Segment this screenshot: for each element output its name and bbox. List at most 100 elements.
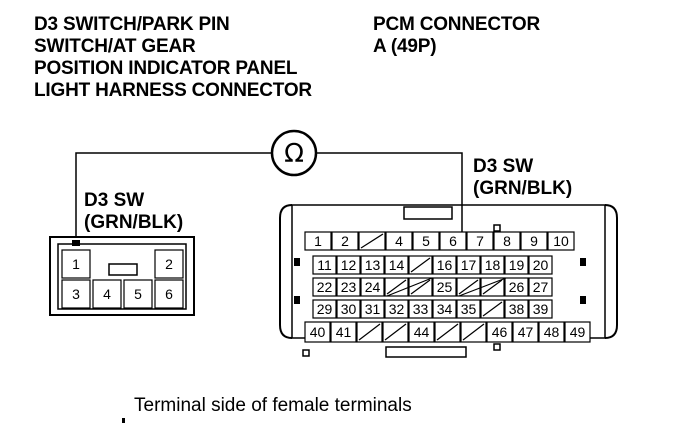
wire-color: (GRN/BLK) bbox=[84, 212, 184, 233]
pin-cell: 12 bbox=[336, 255, 361, 275]
pin-number: 5 bbox=[134, 286, 142, 302]
pin-number: 2 bbox=[341, 233, 349, 249]
pin-cell: 1 bbox=[304, 231, 332, 251]
pin-cell: 4 bbox=[92, 279, 122, 309]
pin-cell: 29 bbox=[312, 299, 337, 319]
pin-cell bbox=[434, 321, 461, 343]
empty-pin-slash bbox=[436, 323, 459, 341]
pin-number: 27 bbox=[533, 279, 549, 295]
pin-number: 4 bbox=[103, 286, 111, 302]
pin-cell: 9 bbox=[520, 231, 548, 251]
pin-cell: 6 bbox=[154, 279, 184, 309]
empty-pin-slash bbox=[410, 257, 431, 273]
ohmmeter-icon: Ω bbox=[270, 129, 318, 177]
pin-cell: 49 bbox=[564, 321, 591, 343]
pin-cell: 10 bbox=[547, 231, 575, 251]
pin-number: 1 bbox=[72, 256, 80, 272]
pin-number: 6 bbox=[449, 233, 457, 249]
pin-cell: 26 bbox=[504, 277, 529, 297]
pin-number: 12 bbox=[341, 257, 357, 273]
pin-number: 20 bbox=[533, 257, 549, 273]
pin-cell: 48 bbox=[538, 321, 565, 343]
pin-number: 11 bbox=[317, 257, 332, 273]
pin-cell: 5 bbox=[412, 231, 440, 251]
right-wire-label: D3 SW (GRN/BLK) bbox=[473, 156, 572, 200]
pin-cell: 6 bbox=[439, 231, 467, 251]
pin-cell bbox=[358, 231, 386, 251]
pin-number: 39 bbox=[533, 301, 549, 317]
pin-cell: 34 bbox=[432, 299, 457, 319]
pin-cell bbox=[456, 277, 481, 297]
caption: Terminal side of female terminals bbox=[134, 395, 412, 416]
pin-number: 16 bbox=[437, 257, 453, 273]
pcm-title-line: A (49P) bbox=[373, 36, 437, 57]
pin-cell: 19 bbox=[504, 255, 529, 275]
pin-cell: 33 bbox=[408, 299, 433, 319]
pin-cell: 24 bbox=[360, 277, 385, 297]
pin-cell bbox=[384, 277, 409, 297]
pin-cell: 20 bbox=[528, 255, 553, 275]
pin-cell: 1 bbox=[61, 249, 91, 279]
left-title-line: SWITCH/AT GEAR bbox=[34, 36, 196, 57]
empty-pin-slash bbox=[410, 279, 431, 295]
pin-number: 41 bbox=[336, 324, 352, 340]
empty-pin-slash bbox=[458, 279, 479, 295]
empty-pin-slash bbox=[358, 323, 381, 341]
pin-number: 13 bbox=[365, 257, 381, 273]
pin-cell: 22 bbox=[312, 277, 337, 297]
pin-number: 10 bbox=[553, 233, 569, 249]
empty-pin-slash bbox=[482, 301, 503, 317]
pin-cell: 13 bbox=[360, 255, 385, 275]
left-title-line: D3 SWITCH/PARK PIN bbox=[34, 14, 230, 35]
pin-cell: 40 bbox=[304, 321, 331, 343]
pin-cell bbox=[382, 321, 409, 343]
pin-number: 18 bbox=[485, 257, 501, 273]
pin-number: 30 bbox=[341, 301, 357, 317]
pin-number: 17 bbox=[461, 257, 477, 273]
pin-number: 23 bbox=[341, 279, 357, 295]
pin-number: 40 bbox=[310, 324, 326, 340]
pin-number: 38 bbox=[509, 301, 525, 317]
empty-pin-slash bbox=[384, 323, 407, 341]
pin-number: 35 bbox=[461, 301, 477, 317]
pin-number: 5 bbox=[422, 233, 430, 249]
pin-number: 22 bbox=[317, 279, 333, 295]
left-test-lead bbox=[75, 152, 272, 244]
pin-number: 3 bbox=[72, 286, 80, 302]
pin-cell: 2 bbox=[154, 249, 184, 279]
pin-number: 47 bbox=[518, 324, 534, 340]
pin-cell: 17 bbox=[456, 255, 481, 275]
empty-pin-slash bbox=[482, 279, 503, 295]
ohm-symbol: Ω bbox=[284, 139, 304, 169]
pin-cell: 25 bbox=[432, 277, 457, 297]
pin-number: 4 bbox=[395, 233, 403, 249]
pin-cell: 5 bbox=[123, 279, 153, 309]
pin-cell: 31 bbox=[360, 299, 385, 319]
pin-cell: 41 bbox=[330, 321, 357, 343]
pcm-title-line: PCM CONNECTOR bbox=[373, 14, 540, 35]
pin-cell bbox=[408, 255, 433, 275]
pin-number: 25 bbox=[437, 279, 453, 295]
pin-number: 14 bbox=[389, 257, 405, 273]
left-title-line: POSITION INDICATOR PANEL bbox=[34, 58, 298, 79]
pin-number: 44 bbox=[414, 324, 430, 340]
empty-pin-slash bbox=[462, 323, 485, 341]
pin-cell: 46 bbox=[486, 321, 513, 343]
blocked-cavity-x bbox=[458, 277, 507, 297]
pin-number: 9 bbox=[530, 233, 538, 249]
pin-number: 29 bbox=[317, 301, 333, 317]
right-test-lead bbox=[316, 152, 463, 240]
pin-cell: 16 bbox=[432, 255, 457, 275]
test-leads bbox=[75, 152, 463, 244]
wire-color: (GRN/BLK) bbox=[473, 178, 573, 199]
pin-number: 34 bbox=[437, 301, 453, 317]
pin-number: 2 bbox=[165, 256, 173, 272]
pin-cell bbox=[480, 299, 505, 319]
pin-cell bbox=[460, 321, 487, 343]
pin-number: 19 bbox=[509, 257, 525, 273]
wire-name: D3 SW bbox=[84, 190, 145, 211]
pin-cell: 14 bbox=[384, 255, 409, 275]
